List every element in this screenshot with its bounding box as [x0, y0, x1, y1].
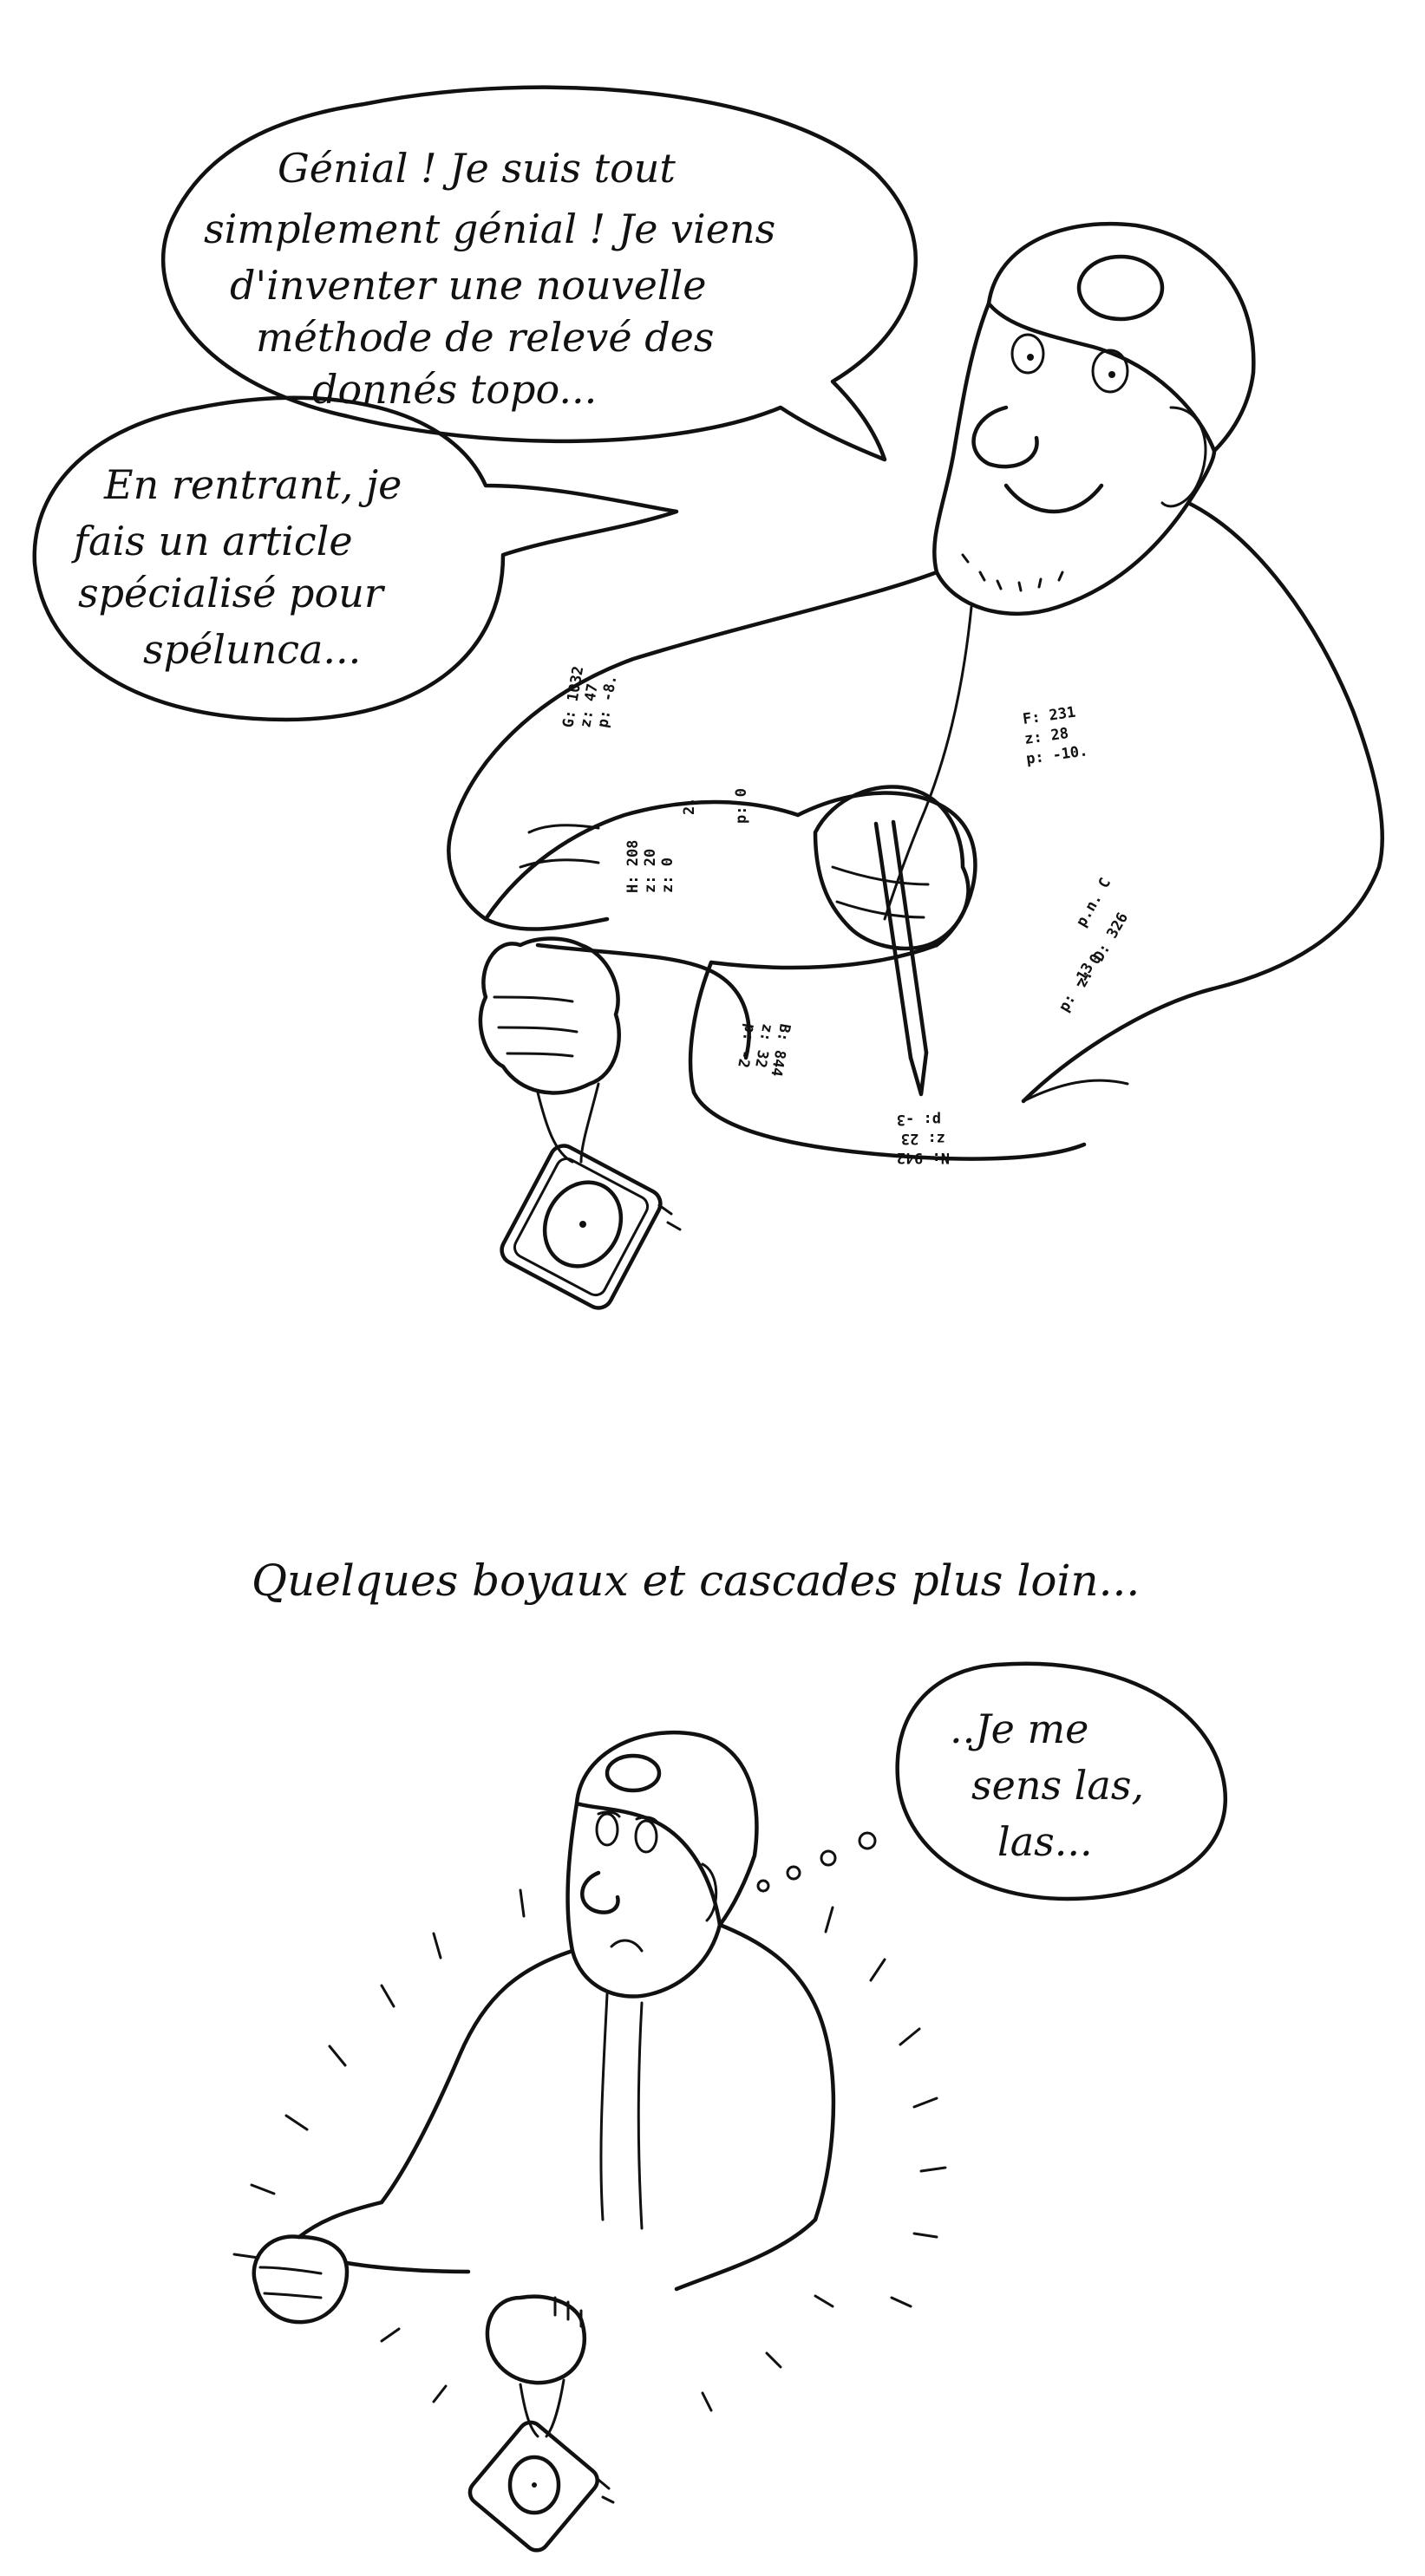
compass-bottom — [467, 2420, 615, 2553]
bubble-1-line-4: méthode de relevé des — [256, 314, 714, 361]
speech-bubble-1: Génial ! Je suis tout simplement génial … — [160, 85, 918, 462]
helmet — [986, 221, 1256, 453]
note-mid-left-b-1: 2. — [681, 798, 698, 815]
frown — [610, 1939, 644, 1953]
compass-cord — [536, 1082, 600, 1164]
bubble-2-line-3: spécialisé pour — [78, 570, 386, 616]
bubble-2-line-1: En rentrant, je — [103, 461, 402, 508]
helmet-lamp-bottom — [605, 1753, 662, 1793]
smile — [1003, 483, 1104, 514]
note-mid-left-b-2: p: 0 — [733, 788, 750, 824]
note-upper-right-1: F: 231 — [1022, 704, 1077, 728]
speech-bubble-2: En rentrant, je fais un article spéciali… — [32, 395, 679, 722]
note-right-c: p.n. C — [1073, 875, 1115, 929]
ear — [1160, 406, 1207, 508]
compass-top — [500, 1144, 682, 1310]
note-mid-left-2: z: 20 — [642, 849, 659, 893]
note-upper-left-3: p: -8. — [594, 674, 620, 729]
caver-bottom — [232, 1730, 947, 2553]
bubble-1-line-5: donnés topo... — [312, 366, 597, 413]
torso — [447, 570, 939, 931]
caption: Quelques boyaux et cascades plus loin... — [252, 1555, 1140, 1606]
thought-line-3: las... — [997, 1818, 1093, 1865]
forearm — [688, 960, 1087, 1161]
nose — [971, 405, 1039, 469]
zipper — [883, 605, 973, 921]
bubble-1-line-2: simplement génial ! Je viens — [204, 205, 775, 252]
tired-left-eye — [595, 1812, 619, 1847]
pencil — [873, 819, 929, 1097]
note-mid-left-1: H: 208 — [624, 840, 642, 893]
nose-bottom — [580, 1870, 620, 1914]
note-forearm-right-2: z: 23 — [901, 1130, 945, 1147]
left-arm — [483, 799, 801, 922]
exhaustion-lines — [232, 1888, 947, 2412]
tired-right-eye — [634, 1819, 658, 1854]
left-fist-bottom — [252, 2234, 350, 2325]
right-fist-bottom — [485, 2294, 586, 2385]
bubble-1-line-1: Génial ! Je suis tout — [278, 145, 676, 192]
right-eye — [1091, 349, 1129, 394]
left-fist — [478, 936, 621, 1095]
bubble-2-line-2: fais un article — [71, 518, 353, 564]
left-eye — [1010, 333, 1045, 375]
bubble-2-line-4: spélunca... — [143, 626, 361, 673]
thought-bubble: ..Je me sens las, las... — [756, 1661, 1227, 1901]
thought-line-1: ..Je me — [950, 1705, 1088, 1752]
note-mid-left-3: z: 0 — [659, 858, 677, 893]
helmet-lamp — [1076, 254, 1165, 322]
note-right-d-3: p: -13 — [1056, 960, 1097, 1014]
bubble-1-line-3: d'inventer une nouvelle — [230, 262, 706, 309]
writing-hand — [813, 785, 971, 951]
face — [932, 301, 1217, 616]
note-forearm-right-3: p: -3 — [897, 1111, 941, 1128]
note-upper-right-2: z: 28 — [1023, 725, 1069, 748]
thought-line-2: sens las, — [971, 1762, 1144, 1809]
note-forearm-right-1: N: 942 — [897, 1149, 950, 1166]
helmet-bottom — [574, 1730, 759, 1927]
caver-top: G: 1032 z: 47 p: -8. F: 231 z: 28 p: -10… — [447, 221, 1384, 1310]
